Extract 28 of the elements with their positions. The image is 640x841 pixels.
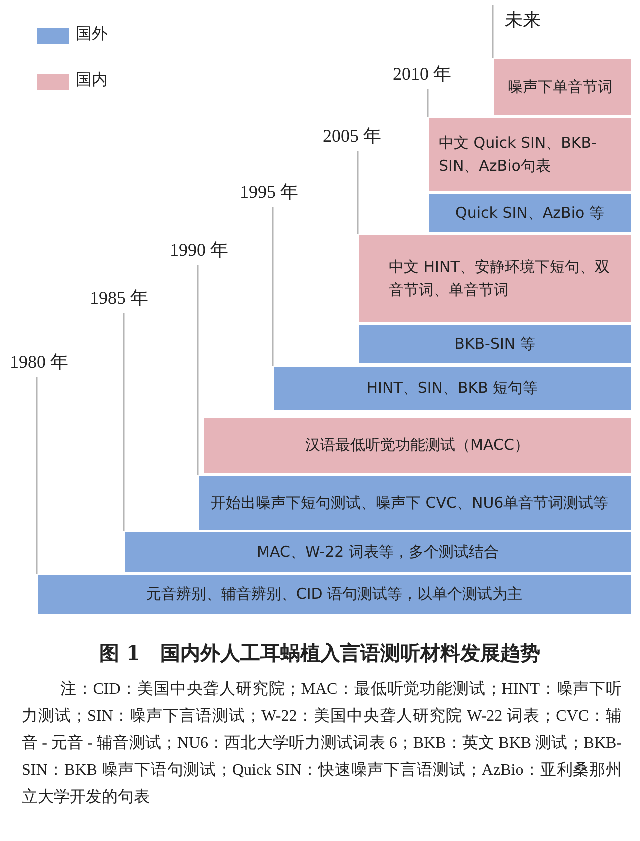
legend-label: 国内 bbox=[76, 70, 108, 91]
legend-label: 国外 bbox=[76, 24, 108, 45]
timeline-bar: MAC、W-22 词表等，多个测试结合 bbox=[124, 531, 632, 573]
year-label: 1990 年 bbox=[170, 240, 228, 260]
timeline-bar: Quick SIN、AzBio 等 bbox=[428, 193, 632, 233]
note-text: 注：CID：美国中央聋人研究院；MAC：最低听觉功能测试；HINT：噪声下听力测试；SIN：噪声下言语测试；W-22：美国中央聋人研究院 W-22 词表；CVC：辅音 - 元音 - 辅音测试；NU6：西北大学听力测试词表 6；BKB：英文 BKB 测试；BKB-SIN：BKB 噪声下语句测试；Quick SIN：快速噪声下言语测试；AzBio：亚利桑那州立大学开发的句表 bbox=[22, 680, 622, 808]
timeline-bar: 中文 Quick SIN、BKB-SIN、AzBio句表 bbox=[428, 117, 632, 192]
timeline-bar: 噪声下单音节词 bbox=[493, 58, 632, 116]
connector-line bbox=[197, 265, 199, 475]
connector-line bbox=[492, 5, 494, 58]
timeline-bar: HINT、SIN、BKB 短句等 bbox=[273, 366, 632, 411]
timeline-bar: BKB-SIN 等 bbox=[358, 324, 632, 364]
year-label: 未来 bbox=[505, 10, 541, 30]
timeline-bar: 中文 HINT、安静环境下短句、双音节词、单音节词 bbox=[358, 234, 632, 323]
connector-line bbox=[357, 151, 359, 234]
timeline-bar: 汉语最低听觉功能测试（MACC） bbox=[203, 417, 632, 474]
year-label: 1980 年 bbox=[10, 352, 68, 372]
year-label: 1995 年 bbox=[240, 182, 298, 202]
year-label: 1985 年 bbox=[90, 288, 148, 308]
figure-caption: 图 1 国内外人工耳蜗植入言语测听材料发展趋势 bbox=[98, 640, 542, 667]
year-label: 2010 年 bbox=[393, 64, 452, 84]
connector-line bbox=[123, 313, 125, 531]
timeline-bar: 元音辨别、辅音辨别、CID 语句测试等，以单个测试为主 bbox=[37, 574, 632, 615]
connector-line bbox=[427, 89, 429, 117]
connector-line bbox=[272, 207, 274, 366]
timeline-bar: 开始出噪声下短句测试、噪声下 CVC、NU6单音节词测试等 bbox=[198, 475, 632, 531]
year-label: 2005 年 bbox=[323, 126, 382, 146]
connector-line bbox=[36, 377, 38, 574]
